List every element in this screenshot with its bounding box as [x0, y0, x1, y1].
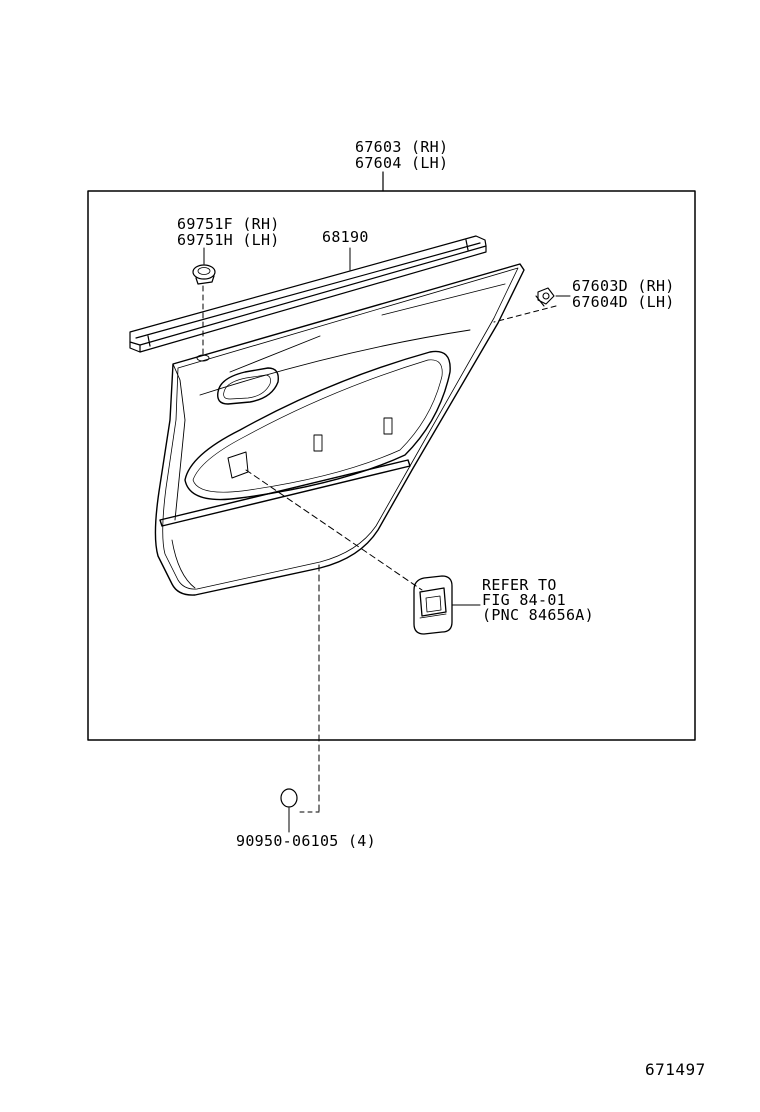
refer-label-line1: REFER TO — [482, 576, 557, 594]
trim-board-label-rh: 67603 (RH) — [355, 138, 449, 156]
hole-cover — [192, 264, 216, 285]
figure-number: 671497 — [645, 1060, 706, 1079]
switch-dash — [245, 469, 423, 591]
assembly-frame — [87, 190, 696, 741]
trim-clip — [535, 287, 555, 307]
hole-cover-label-rh: 69751F (RH) — [177, 215, 280, 233]
hole-cover-label-lh: 69751H (LH) — [177, 231, 280, 249]
refer-label-line3: (PNC 84656A) — [482, 606, 594, 624]
refer-label-line2: FIG 84-01 — [482, 591, 566, 609]
trim-board-label-lh: 67604 (LH) — [355, 154, 449, 172]
clip-dash — [493, 305, 557, 323]
weatherstrip-label: 68190 — [322, 228, 369, 246]
fastener-label: 90950-06105 (4) — [236, 832, 376, 850]
door-trim-board — [154, 263, 525, 596]
fastener-plug — [280, 788, 298, 808]
window-weatherstrip — [129, 235, 487, 353]
clip-label-rh: 67603D (RH) — [572, 277, 675, 295]
window-switch-base — [413, 575, 453, 635]
clip-label-lh: 67604D (LH) — [572, 293, 675, 311]
